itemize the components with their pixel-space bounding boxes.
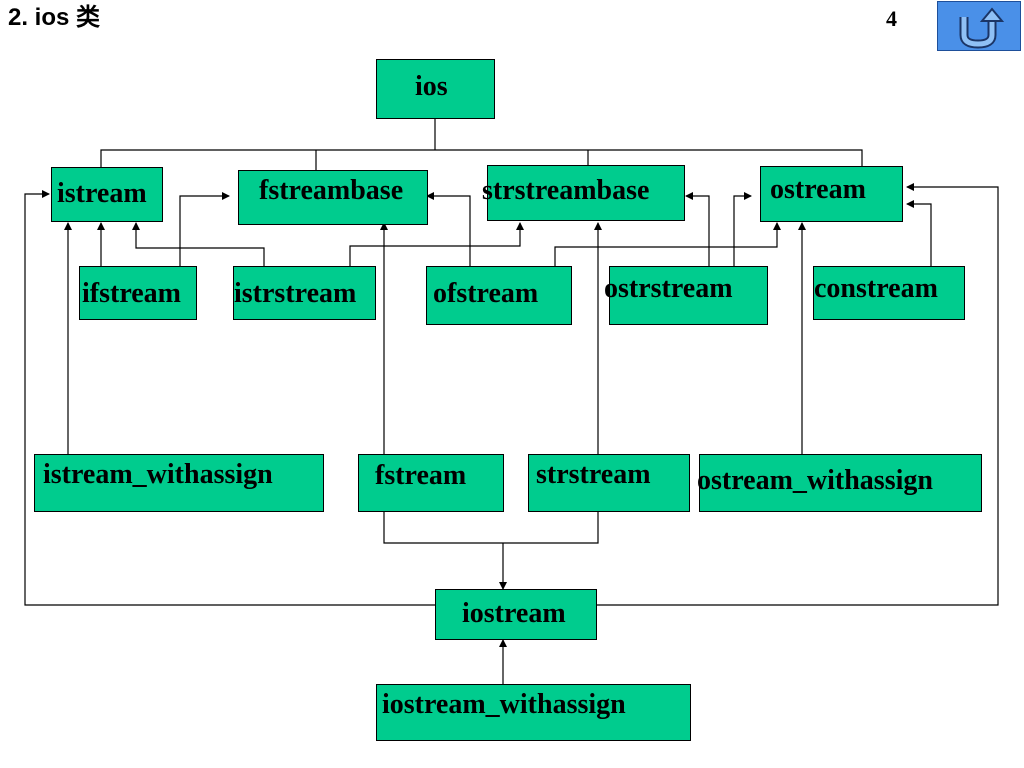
class-iostream: iostream [435,589,597,640]
class-fstream: fstream [358,454,504,512]
class-strstreambase: strstreambase [482,165,685,221]
class-constream: constream [813,266,965,320]
connector-level1-to-ios [100,149,863,167]
class-ios: ios [376,59,495,119]
class-ostream: ostream [760,166,903,222]
class-strstream: strstream [528,454,690,512]
class-fstreambase: fstreambase [238,170,428,225]
class-ostream-withassign: ostream_withassign [697,454,982,512]
return-button[interactable] [937,1,1021,51]
class-iostream-withassign: iostream_withassign [376,684,691,741]
u-turn-arrow-icon [959,7,1005,49]
class-ostrstream: ostrstream [604,266,768,325]
class-istrstream: istrstream [233,266,376,320]
class-istream: istream [51,167,163,222]
slide-title: 2. ios 类 [8,4,101,31]
class-ifstream: ifstream [79,266,197,320]
class-ofstream: ofstream [426,266,572,325]
page-number: 4 [886,6,897,31]
class-istream-withassign: istream_withassign [34,454,324,512]
